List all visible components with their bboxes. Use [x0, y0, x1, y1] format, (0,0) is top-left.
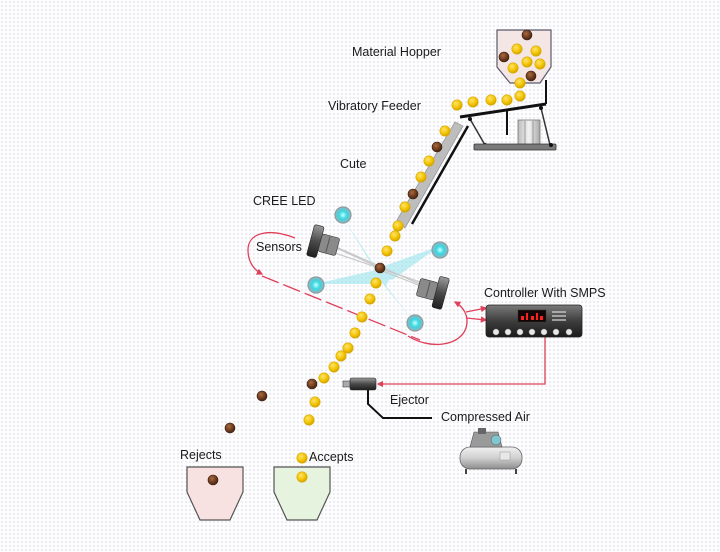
accepted-item — [415, 171, 427, 183]
rejected-item — [256, 390, 268, 402]
vibratory-feeder — [459, 80, 557, 151]
label-compressed-air: Compressed Air — [441, 410, 530, 424]
signal-loop — [247, 232, 546, 388]
ejector — [342, 377, 432, 419]
accepted-item — [439, 125, 451, 137]
controller-buttons — [492, 328, 573, 336]
accepted-item — [342, 342, 354, 354]
accepted-item — [392, 220, 404, 232]
accepted-item — [296, 452, 308, 464]
sensor-camera-upper — [306, 224, 340, 258]
label-ejector: Ejector — [390, 393, 429, 407]
accepted-item — [296, 471, 308, 483]
accepted-item — [511, 43, 523, 55]
accept-bin — [273, 466, 331, 521]
accepted-item — [335, 350, 347, 362]
label-rejects: Rejects — [180, 448, 222, 462]
accepted-item — [507, 62, 519, 74]
accepted-item — [514, 90, 526, 102]
accepted-item — [514, 77, 526, 89]
accepted-item — [309, 396, 321, 408]
accepted-item — [534, 58, 546, 70]
accepted-item — [370, 277, 382, 289]
accepted-item — [501, 94, 513, 106]
accepted-item — [389, 230, 401, 242]
sensor-camera-lower — [416, 276, 450, 310]
label-material-hopper: Material Hopper — [352, 45, 441, 59]
label-accepts: Accepts — [309, 450, 354, 464]
accepted-item — [521, 56, 533, 68]
accepted-item — [399, 201, 411, 213]
accepted-item — [349, 327, 361, 339]
accepted-item — [451, 99, 463, 111]
cree-led-3 — [307, 276, 325, 294]
label-controller: Controller With SMPS — [484, 286, 606, 300]
accepted-item — [303, 414, 315, 426]
accepted-item — [318, 372, 330, 384]
label-cree-led: CREE LED — [253, 194, 316, 208]
accepted-item — [423, 155, 435, 167]
rejected-item — [521, 29, 533, 41]
accepted-item — [530, 45, 542, 57]
cree-led-4 — [406, 314, 424, 332]
rejected-item — [407, 188, 419, 200]
air-compressor — [459, 428, 523, 474]
rejected-item — [374, 262, 386, 274]
accepted-item — [485, 94, 497, 106]
rejected-item — [207, 474, 219, 486]
label-chute: Cute — [340, 157, 367, 171]
accepted-item — [364, 293, 376, 305]
reject-bin — [186, 466, 244, 521]
items-layer — [207, 29, 546, 486]
accepted-item — [467, 96, 479, 108]
rejected-item — [431, 141, 443, 153]
chute — [396, 121, 470, 229]
rejected-item — [498, 51, 510, 63]
rejected-item — [525, 70, 537, 82]
controller-smps — [485, 304, 583, 338]
cree-led-1 — [334, 206, 352, 224]
rejected-item — [224, 422, 236, 434]
accepted-item — [356, 311, 368, 323]
label-sensors: Sensors — [256, 240, 302, 254]
rejected-item — [306, 378, 318, 390]
accepted-item — [381, 245, 393, 257]
accepted-item — [328, 361, 340, 373]
label-vibratory-feeder: Vibratory Feeder — [328, 99, 421, 113]
cree-led-2 — [431, 241, 449, 259]
